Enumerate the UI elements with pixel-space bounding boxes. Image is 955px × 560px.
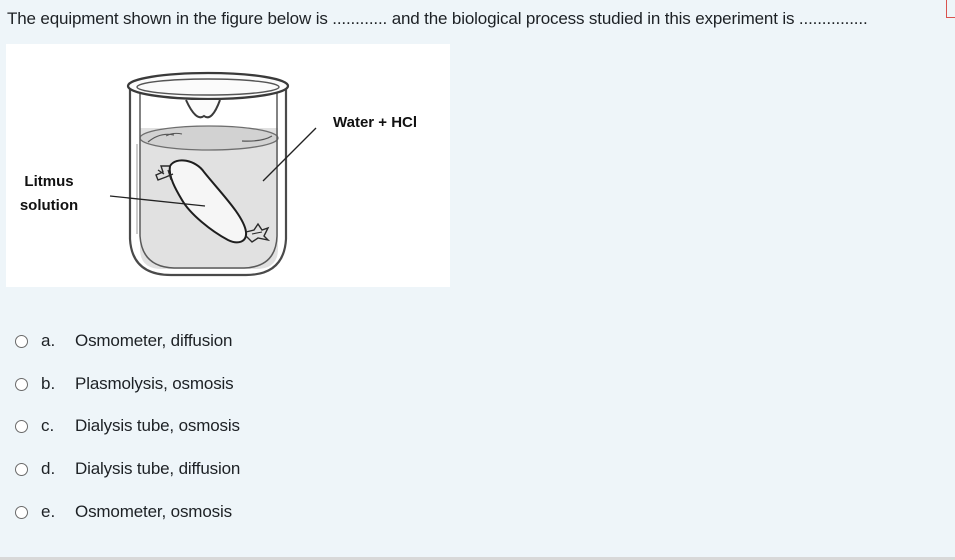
answer-options: a. Osmometer, diffusion b. Plasmolysis, … bbox=[15, 320, 240, 533]
radio-button-a[interactable] bbox=[15, 335, 28, 349]
option-c[interactable]: c. Dialysis tube, osmosis bbox=[15, 405, 240, 448]
water-hcl-label: Water + HCl bbox=[333, 114, 418, 131]
option-letter: a. bbox=[41, 331, 56, 351]
option-label[interactable]: Osmometer, diffusion bbox=[75, 331, 233, 351]
litmus-label-line2: solution bbox=[19, 197, 79, 214]
question-text: The equipment shown in the figure below … bbox=[7, 9, 868, 28]
radio-button-d[interactable] bbox=[15, 463, 28, 477]
option-label[interactable]: Plasmolysis, osmosis bbox=[75, 373, 234, 393]
option-e[interactable]: e. Osmometer, osmosis bbox=[15, 490, 240, 533]
option-d[interactable]: d. Dialysis tube, diffusion bbox=[15, 448, 240, 491]
option-label[interactable]: Dialysis tube, diffusion bbox=[75, 459, 241, 479]
option-label[interactable]: Osmometer, osmosis bbox=[75, 501, 232, 521]
litmus-label-line1: Litmus bbox=[24, 173, 74, 190]
option-letter: b. bbox=[41, 373, 56, 393]
flag-marker[interactable] bbox=[946, 0, 955, 18]
beaker-diagram bbox=[109, 71, 317, 277]
litmus-solution-label: Litmus solution bbox=[18, 170, 80, 218]
option-letter: d. bbox=[41, 459, 56, 479]
option-letter: c. bbox=[41, 416, 55, 436]
option-a[interactable]: a. Osmometer, diffusion bbox=[15, 320, 240, 363]
radio-button-c[interactable] bbox=[15, 420, 28, 434]
radio-button-e[interactable] bbox=[15, 505, 28, 519]
option-label[interactable]: Dialysis tube, osmosis bbox=[75, 416, 240, 436]
experiment-figure: Water + HCl Litmus solution bbox=[6, 44, 450, 287]
option-b[interactable]: b. Plasmolysis, osmosis bbox=[15, 363, 240, 406]
radio-button-b[interactable] bbox=[15, 377, 28, 391]
option-letter: e. bbox=[41, 501, 56, 521]
bottom-divider bbox=[0, 557, 955, 560]
